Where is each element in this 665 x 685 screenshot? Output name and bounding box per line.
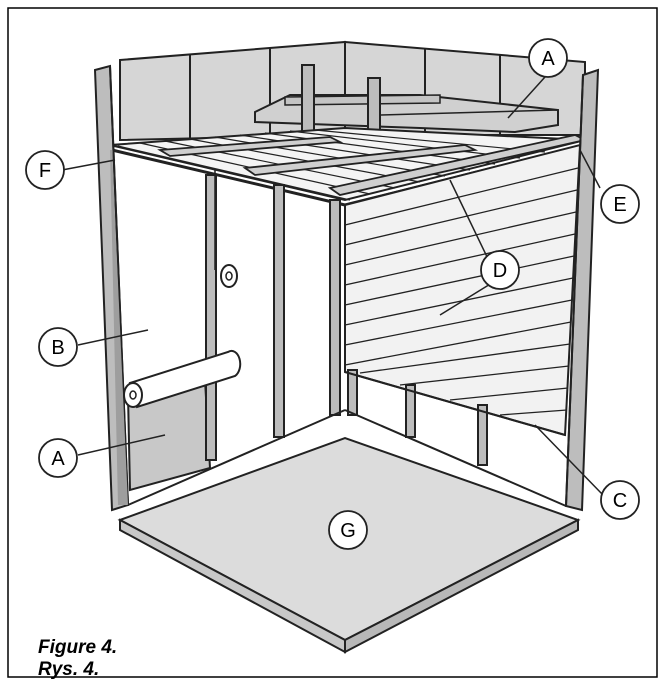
left-wall-frame [93,64,341,512]
right-corner-post [564,68,600,512]
figure-border [7,7,658,678]
leader-lines [61,76,604,496]
label-c: C [600,480,640,520]
svg-text:D: D [493,260,507,282]
svg-text:G: G [340,520,356,542]
svg-text:E: E [613,194,626,216]
svg-text:C: C [613,490,627,512]
caption-line-1: Figure 4. [38,637,118,658]
svg-text:B: B [51,337,64,359]
right-wall-studs [344,369,566,466]
svg-text:F: F [39,160,51,182]
caption-line-2: Rys. 4. [38,659,100,680]
label-g: G [328,510,368,550]
ceiling-insulation [254,94,559,134]
label-d: D [480,250,520,290]
wall-panelling [344,143,582,437]
label-a-top: A [528,38,568,78]
svg-text:A: A [541,48,555,70]
svg-text:A: A [51,448,65,470]
label-b: B [38,327,78,367]
label-e: E [600,184,640,224]
label-a-left: A [38,438,78,478]
vapor-barrier-roll [123,170,242,409]
label-f: F [25,150,65,190]
